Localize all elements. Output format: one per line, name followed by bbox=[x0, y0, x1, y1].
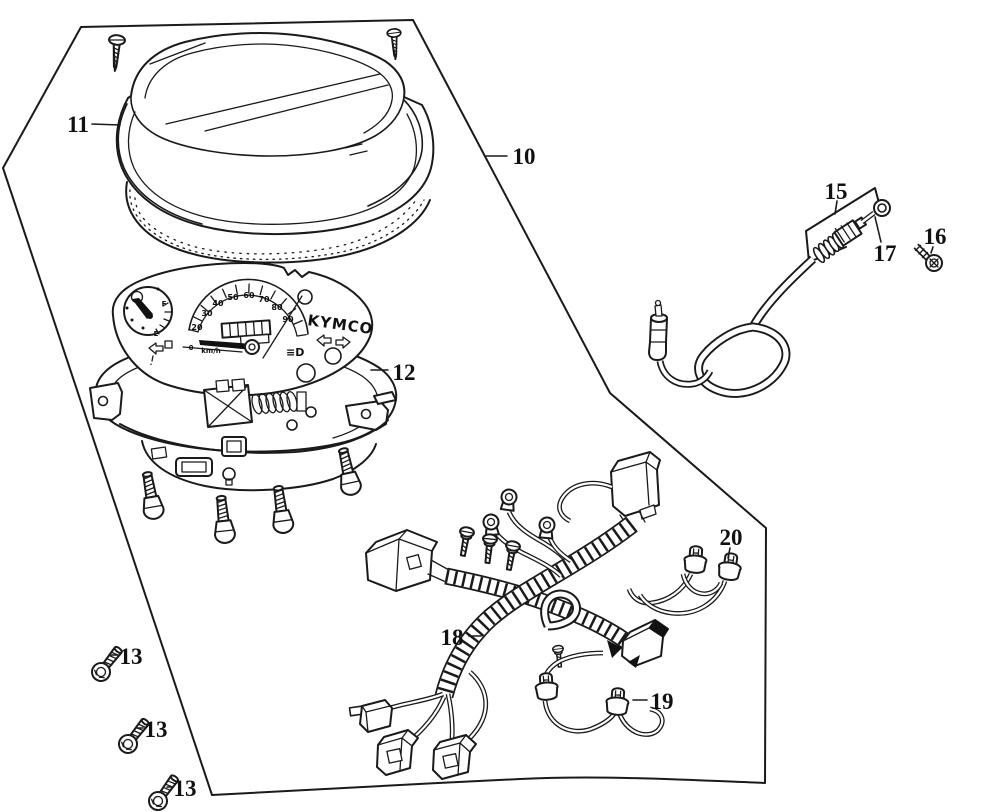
ring-terminal-icon bbox=[498, 487, 519, 512]
dial-number: 40 bbox=[212, 299, 224, 308]
bulb-wires-bottom bbox=[540, 650, 665, 737]
harness-plug bbox=[432, 734, 477, 780]
rubber-damper-icon bbox=[267, 483, 296, 536]
callout-labels: 10 11 12 13 13 13 15 16 17 18 19 20 bbox=[67, 112, 946, 801]
ring-terminal-icon bbox=[481, 512, 501, 537]
mount-tab-left bbox=[89, 382, 123, 421]
harness-screw-icon bbox=[454, 525, 476, 558]
harness-screw-icon bbox=[500, 539, 522, 572]
meter-assembly: F E 20 30 40 50 60 70 bbox=[89, 262, 398, 492]
rubber-damper-icon bbox=[210, 493, 237, 545]
bulb-socket-icon bbox=[716, 550, 744, 583]
harness-plug bbox=[376, 729, 419, 776]
wire-harness bbox=[348, 451, 744, 780]
housing-bolt bbox=[222, 467, 236, 481]
speed-unit-label: km/h bbox=[201, 347, 221, 355]
fuel-needle bbox=[132, 298, 153, 319]
rubber-damper-icon bbox=[332, 445, 364, 498]
panel-screw-top-left-icon bbox=[105, 33, 127, 73]
speedometer-dial: 20 30 40 50 60 70 80 90 0 km/h bbox=[182, 278, 309, 359]
fuel-gauge: F E bbox=[123, 286, 173, 338]
fuel-full-label: F bbox=[162, 300, 167, 308]
callout-13: 13 bbox=[145, 717, 168, 742]
bulb-socket-icon bbox=[682, 544, 709, 575]
lens-gasket bbox=[125, 181, 431, 264]
cable-lower-end bbox=[648, 299, 668, 361]
high-beam-icon: ≡D bbox=[286, 346, 304, 359]
o-ring bbox=[873, 199, 891, 217]
harness-connector-right bbox=[607, 619, 669, 668]
bulb-wires-right bbox=[626, 572, 728, 616]
turn-arrow-left-icon bbox=[316, 334, 332, 347]
harness-screw-icon bbox=[479, 532, 499, 565]
dial-number: 80 bbox=[271, 303, 283, 312]
harness-connector-top bbox=[610, 451, 661, 520]
turn-indicator-icon bbox=[148, 342, 164, 355]
callout-15: 15 bbox=[825, 179, 848, 204]
callout-17: 17 bbox=[874, 241, 897, 266]
callout-13: 13 bbox=[120, 644, 143, 669]
cable-screw-16-icon bbox=[913, 243, 943, 272]
cable-loop bbox=[694, 322, 791, 398]
harness-plug bbox=[348, 699, 393, 733]
dial-number: 50 bbox=[227, 293, 239, 302]
rubber-damper-icon bbox=[136, 469, 166, 522]
panel-outline bbox=[2, 19, 767, 796]
indicator-window bbox=[296, 363, 316, 383]
speedo-needle bbox=[199, 340, 253, 350]
dial-number: 70 bbox=[258, 295, 270, 304]
mechanism-spring bbox=[251, 391, 307, 415]
ring-terminal-icon bbox=[537, 515, 557, 540]
callout-19: 19 bbox=[651, 689, 674, 714]
callout-11: 11 bbox=[67, 112, 89, 137]
callout-16: 16 bbox=[924, 224, 947, 249]
fuel-empty-label: E bbox=[154, 330, 159, 338]
dial-number: 20 bbox=[191, 323, 203, 332]
callout-18: 18 bbox=[441, 625, 464, 650]
indicator-window bbox=[297, 289, 313, 305]
dial-number: 30 bbox=[201, 309, 213, 318]
bulb-socket-icon bbox=[604, 686, 631, 717]
housing-tab bbox=[221, 436, 247, 457]
meter-mechanism bbox=[203, 378, 317, 431]
callout-13: 13 bbox=[174, 776, 197, 801]
turn-arrow-right-icon bbox=[335, 336, 351, 349]
harness-wires bbox=[491, 480, 613, 578]
harness-connector-left bbox=[365, 529, 438, 592]
harness-loop-clip bbox=[540, 589, 581, 631]
cable-ferrule bbox=[812, 211, 876, 264]
dial-zero: 0 bbox=[189, 344, 194, 352]
panel-screw-top-right-icon bbox=[386, 27, 404, 61]
lens-glass-edge bbox=[130, 95, 405, 157]
dial-number: 90 bbox=[282, 315, 294, 324]
lens-assembly bbox=[115, 32, 435, 264]
callout-10: 10 bbox=[513, 144, 536, 169]
meter-housing-lower bbox=[119, 419, 389, 492]
indicator-window bbox=[324, 347, 342, 365]
bulb-socket-icon bbox=[533, 671, 560, 702]
callout-12: 12 bbox=[393, 360, 416, 385]
speedometer-cable bbox=[648, 187, 891, 398]
gauge-face-plate: F E 20 30 40 50 60 70 bbox=[111, 262, 374, 397]
callout-20: 20 bbox=[720, 525, 743, 550]
dial-number: 60 bbox=[243, 291, 255, 300]
lens-reflection-lines bbox=[149, 42, 389, 156]
